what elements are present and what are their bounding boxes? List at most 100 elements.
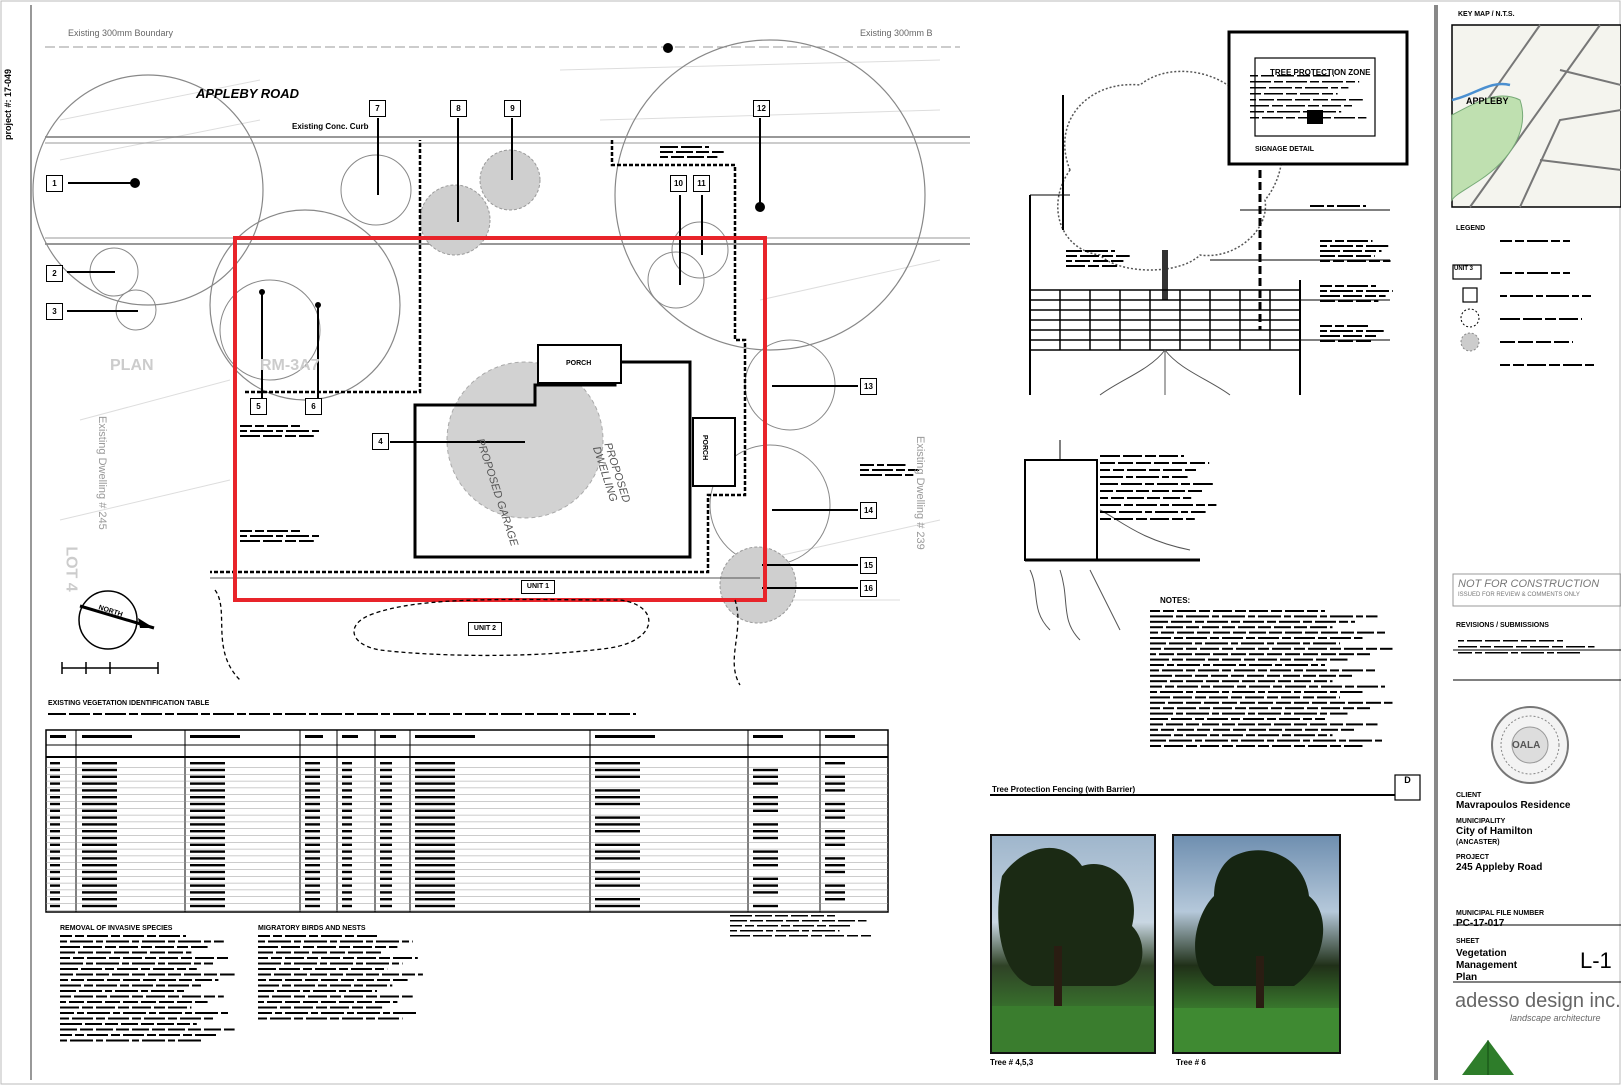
tree-tag: 4 [372, 433, 389, 450]
zone-label: RM-3A7 [260, 357, 320, 374]
fine-print-mark [1237, 685, 1246, 688]
fine-print-mark [1294, 723, 1307, 726]
fine-print-mark [60, 957, 70, 959]
fine-print-mark [1318, 734, 1327, 737]
fine-print-mark [1320, 240, 1332, 242]
fine-print-mark [1177, 707, 1196, 710]
fine-print-mark [105, 1001, 120, 1003]
fine-print-mark [1306, 669, 1327, 672]
fine-print-mark [1327, 205, 1334, 207]
fine-print-mark [838, 920, 855, 922]
fine-print-mark [1186, 637, 1207, 639]
fine-print-mark [168, 1006, 187, 1009]
fine-print-mark [1136, 504, 1157, 506]
fine-print-mark [1222, 669, 1231, 672]
fine-print-mark [168, 951, 183, 954]
fine-print-mark [1267, 718, 1276, 720]
fine-print-mark [1249, 631, 1266, 634]
fine-print-mark [183, 935, 186, 937]
fine-print-mark [121, 1023, 138, 1025]
table-cell-text [595, 823, 640, 826]
fine-print-mark [376, 940, 399, 943]
fine-print-mark [291, 425, 300, 427]
fine-print-mark [1172, 504, 1193, 506]
fine-print-mark [1118, 462, 1133, 464]
fine-print-mark [1150, 626, 1163, 629]
fine-print-mark [681, 146, 702, 148]
fine-print-mark [1333, 260, 1344, 262]
table-cell-text [190, 857, 225, 860]
fine-print-mark [195, 1012, 218, 1014]
fine-print-mark [270, 1017, 291, 1020]
fine-print-mark [132, 1039, 139, 1042]
fine-print-mark [1250, 105, 1269, 107]
table-cell-text [190, 802, 225, 806]
fine-print-mark [1247, 674, 1264, 677]
fine-print-mark [1366, 330, 1384, 332]
revisions-label: REVISIONS / SUBMISSIONS [1456, 622, 1549, 629]
unit-2-planting [353, 598, 650, 657]
table-cell-text [305, 857, 320, 860]
fine-print-mark [1196, 691, 1219, 693]
fine-print-mark [193, 1023, 197, 1025]
table-cell-text [380, 843, 392, 846]
fine-print-mark [1093, 260, 1108, 262]
fine-print-mark [1294, 647, 1305, 650]
fine-print-mark [330, 984, 351, 987]
fine-print-mark [1527, 240, 1548, 242]
boundary-label-right: Existing 300mm B [860, 28, 933, 38]
fine-print-mark [132, 951, 147, 954]
tree-tag: 14 [860, 502, 877, 519]
fine-print-mark [357, 957, 376, 959]
fine-print-mark [1337, 205, 1360, 207]
sheet-title-label: SHEET [1456, 938, 1480, 945]
fine-print-mark [1500, 272, 1512, 274]
table-cell-text [82, 884, 117, 887]
table-cell-text [342, 877, 352, 880]
table-cell-text [50, 816, 60, 819]
fine-print-mark [825, 935, 844, 937]
table-cell-text [50, 850, 60, 853]
fine-print-mark [1585, 364, 1594, 366]
fine-print-mark [108, 1017, 129, 1020]
fine-print-mark [1320, 300, 1335, 302]
table-cell-text [825, 762, 845, 765]
fine-print-mark [141, 968, 150, 970]
fine-print-mark [1250, 93, 1261, 95]
fine-print-mark [177, 713, 198, 715]
fine-print-mark [1356, 255, 1371, 257]
fine-print-mark [60, 990, 76, 992]
fine-print-mark [465, 713, 486, 715]
tree-tag: 3 [46, 303, 63, 320]
fine-print-mark [147, 1034, 156, 1036]
fine-print-mark [1330, 615, 1353, 618]
table-cell-text [753, 782, 778, 785]
fine-print-mark [1205, 642, 1228, 645]
fine-print-mark [740, 930, 763, 932]
fine-print-mark [1175, 674, 1192, 677]
fine-print-mark [1330, 626, 1333, 629]
fine-print-mark [132, 984, 153, 987]
table-cell-text [415, 789, 455, 792]
fine-print-mark [1330, 723, 1343, 726]
fence-detail-title: Tree Protection Fencing (with Barrier) [992, 785, 1136, 794]
fine-print-mark [1303, 620, 1312, 623]
fine-print-mark [77, 1012, 84, 1014]
table-cell-text [342, 796, 352, 799]
fine-print-mark [276, 535, 283, 537]
fine-print-mark [1274, 81, 1283, 83]
fine-print-mark [1335, 285, 1344, 287]
fine-print-mark [1250, 81, 1271, 83]
fine-print-mark [192, 984, 201, 987]
fine-print-mark [1379, 295, 1386, 297]
fine-print-mark [1320, 260, 1330, 262]
fine-print-mark [1150, 691, 1157, 693]
fine-print-mark [1150, 664, 1164, 666]
fine-print-mark [1201, 685, 1210, 688]
fine-print-mark [1145, 511, 1152, 513]
fine-print-mark [74, 995, 93, 998]
table-cell-text [305, 775, 320, 778]
fine-print-mark [1258, 701, 1273, 704]
fine-print-mark [1155, 511, 1178, 513]
fine-print-mark [537, 713, 558, 715]
